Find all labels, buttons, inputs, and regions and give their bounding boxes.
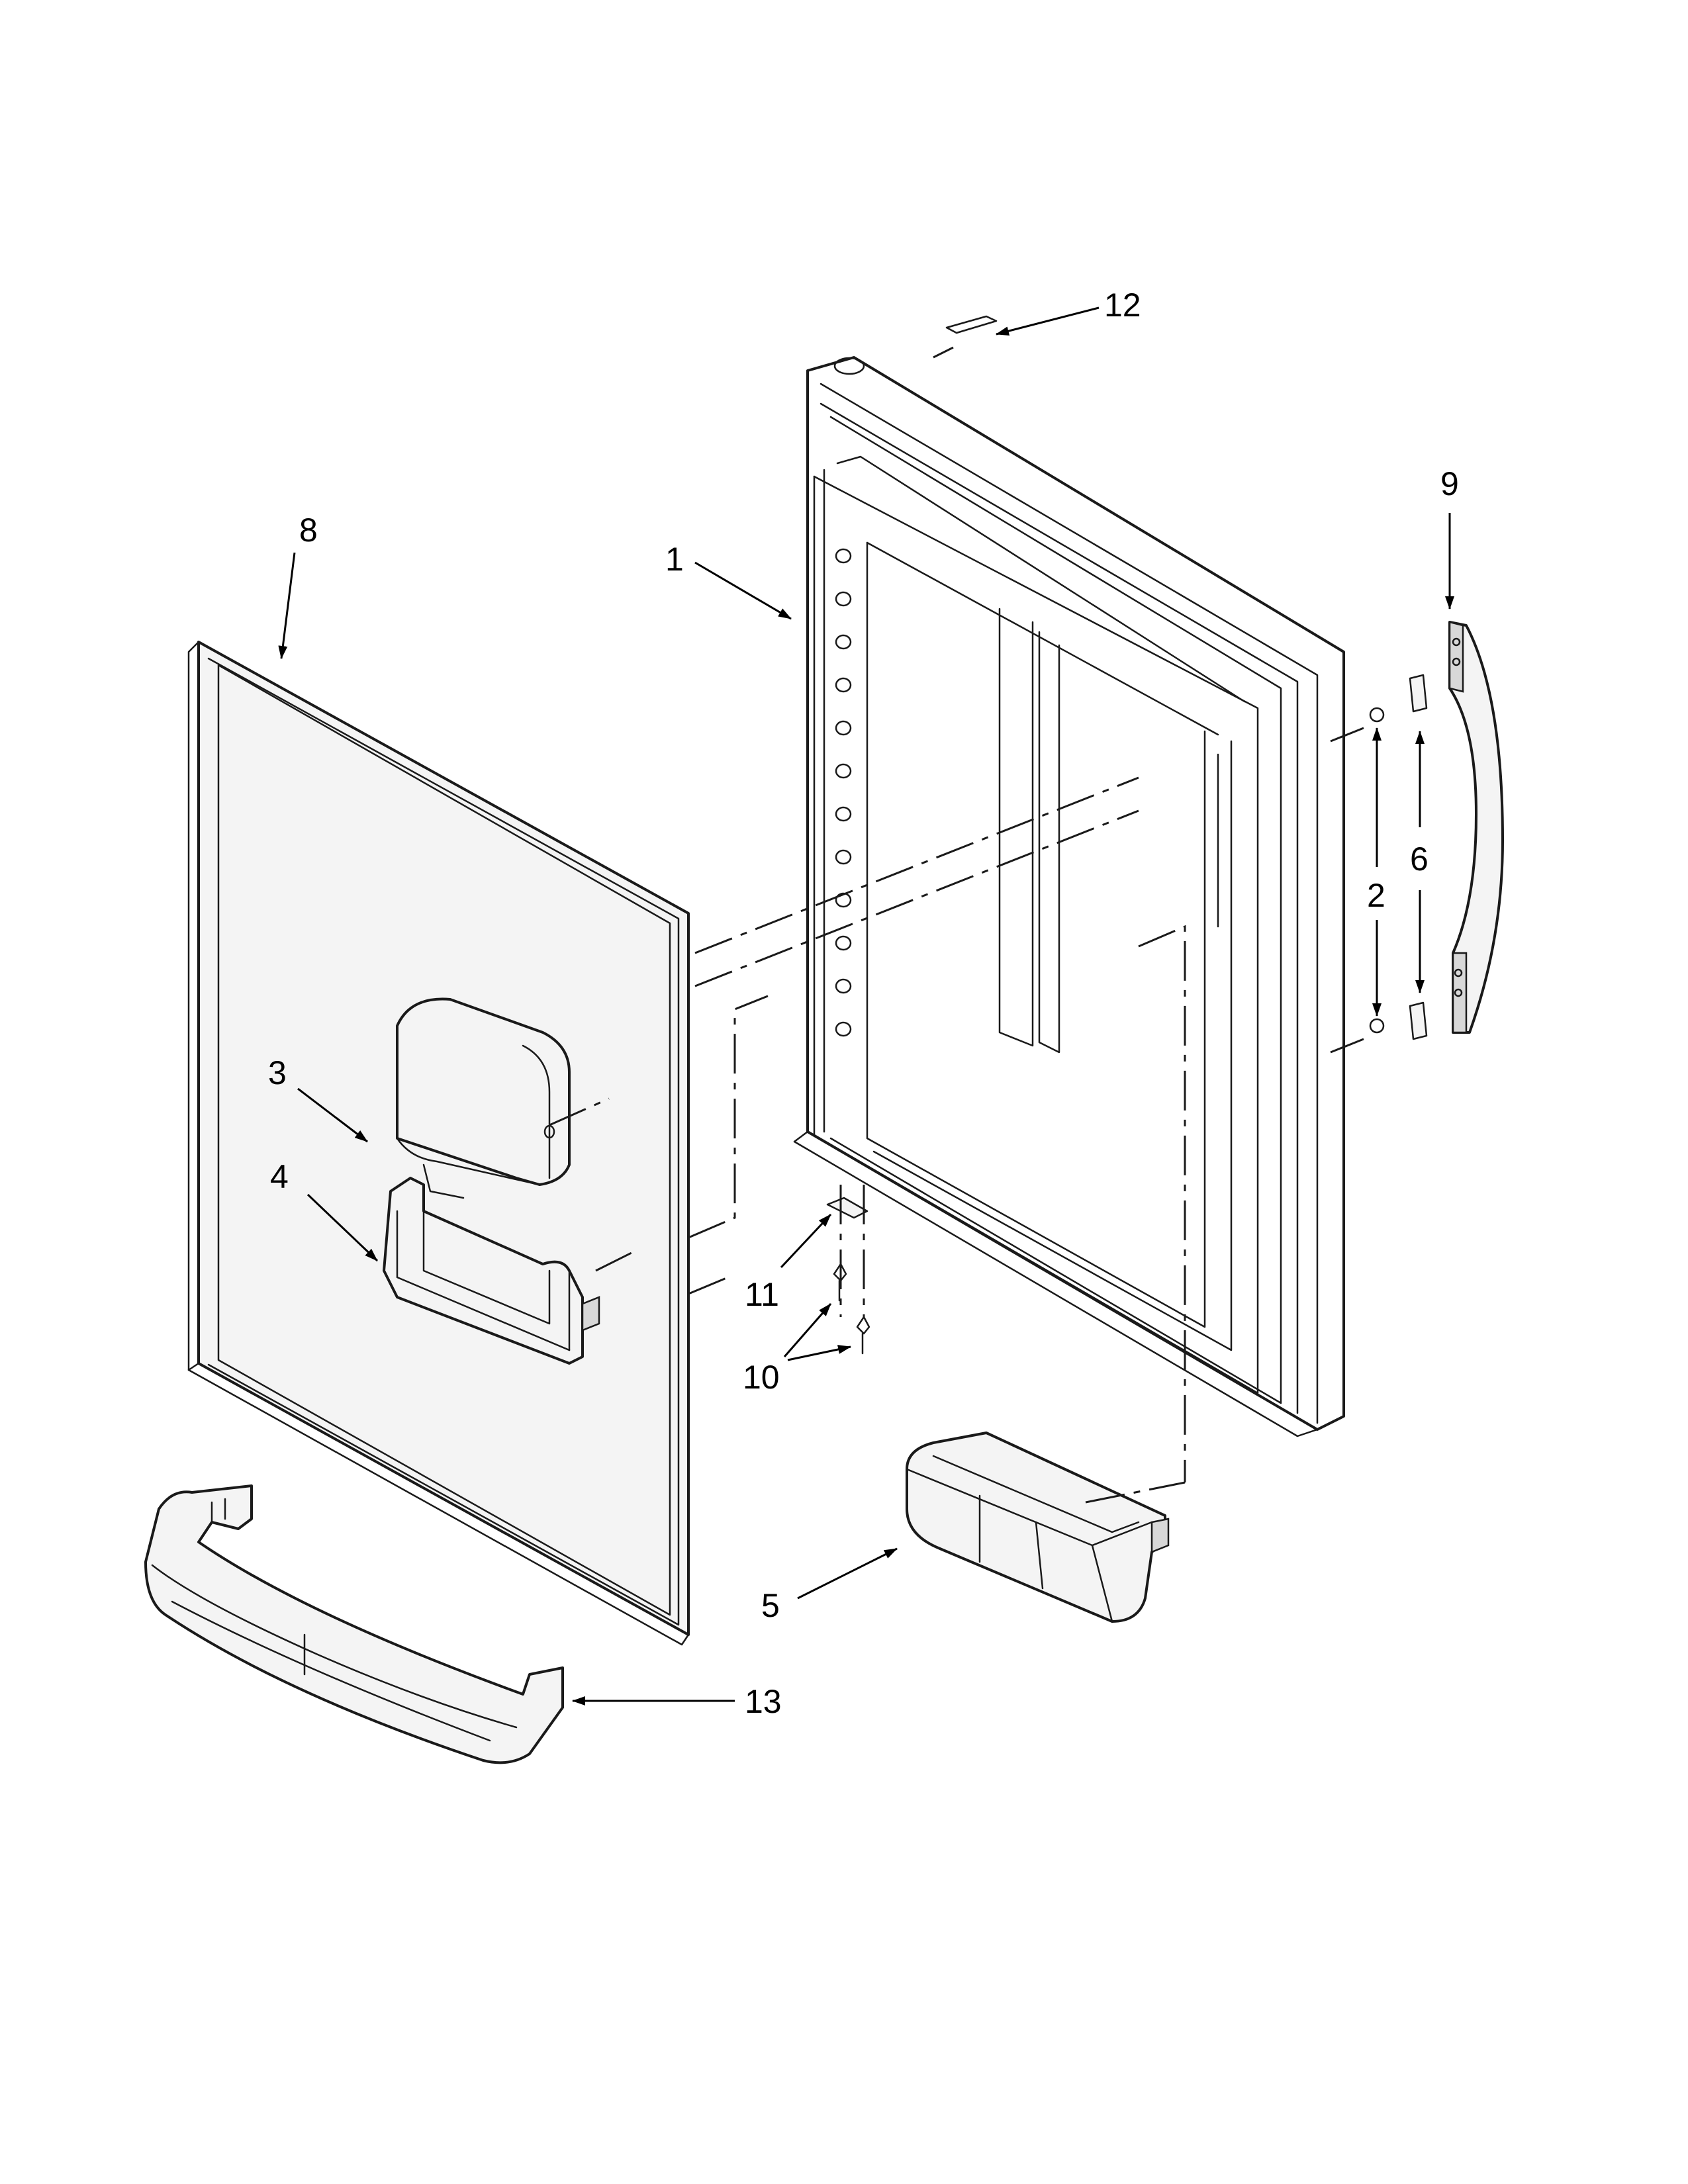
callout-12: 12 [1104, 287, 1141, 324]
callout-8: 8 [299, 512, 318, 549]
callout-10: 10 [743, 1359, 780, 1396]
callout-4: 4 [270, 1158, 289, 1195]
door-handle-9 [1448, 621, 1504, 1034]
dispenser-bin-4 [383, 1177, 600, 1365]
handle-mount-6 [1409, 674, 1428, 1040]
callout-6: 6 [1410, 841, 1429, 878]
assembly-guide-lines [549, 346, 1364, 1504]
screws-10 [833, 1263, 870, 1355]
callout-9: 9 [1440, 465, 1459, 502]
callout-2: 2 [1367, 877, 1385, 914]
door-frame-1 [793, 356, 1345, 1437]
callout-13: 13 [745, 1683, 782, 1720]
callout-3: 3 [268, 1054, 287, 1091]
door-shelf-bin-5 [906, 1432, 1170, 1623]
callout-5: 5 [761, 1587, 780, 1624]
handle-screw-2 [1369, 707, 1385, 1034]
gasket-12 [945, 315, 998, 334]
bracket-11 [826, 1197, 868, 1219]
door-shelf-bin-13 [144, 1484, 564, 1764]
callout-labels: 12 1 8 9 3 4 2 6 11 10 5 13 [268, 287, 1459, 1720]
dispenser-cover-3 [396, 997, 571, 1199]
callout-1: 1 [665, 541, 684, 578]
callout-11: 11 [745, 1276, 779, 1313]
shelf-stud-holes [835, 548, 852, 1037]
leader-lines [278, 306, 1454, 1706]
